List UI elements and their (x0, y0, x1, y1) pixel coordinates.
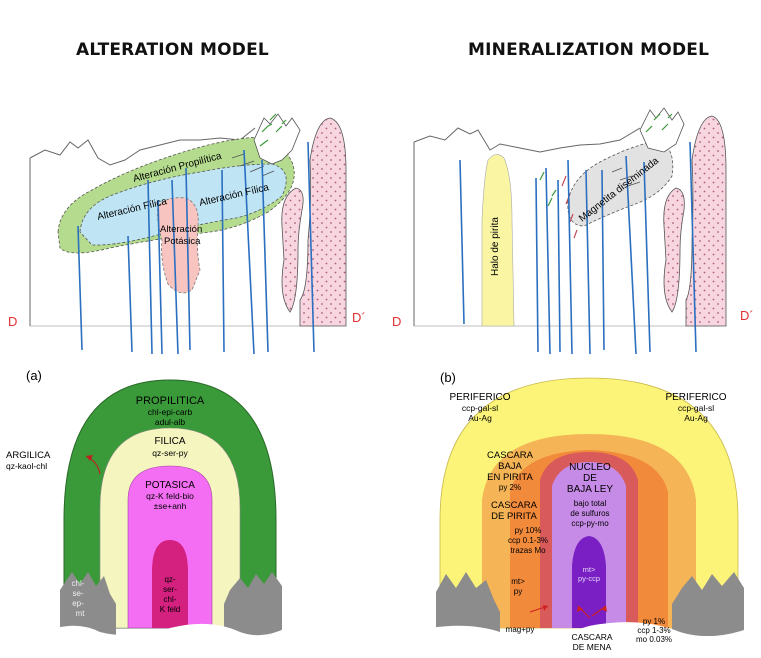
label-inner-core-1: mt> (583, 565, 596, 574)
green-veinlets (259, 113, 287, 147)
label-cascara-pirita-value-1: py 10% (515, 526, 542, 535)
topography-line-right (413, 127, 641, 153)
gray-rock-left (60, 572, 116, 636)
gray-rock-right-b (672, 572, 744, 636)
label-filica-minerals: qz-ser-py (152, 448, 188, 458)
label-right-value-3: mo 0.03% (636, 635, 672, 644)
labels-model-a: PROPILITICA chl-epi-carb adul-alb FILICA… (72, 395, 205, 618)
label-cascara-pirita-value-2: ccp 0.1-3% (508, 536, 548, 545)
mineralization-model-title: MINERALIZATION MODEL (468, 40, 710, 60)
model-b-base (430, 622, 750, 658)
black-veinlets-right (611, 167, 641, 187)
label-nucleo-value-2: de sulfuros (570, 509, 609, 518)
label-cascara-baja-2: BAJA (498, 461, 522, 472)
label-potasica: POTASICA (145, 480, 195, 491)
model-b-arrow-heads (543, 605, 607, 612)
green-veinlets-right (539, 113, 673, 207)
topography-line (29, 127, 256, 166)
label-mag-py: mag+py (506, 625, 535, 634)
label-nucleo-value-3: ccp-py-mo (571, 519, 609, 528)
label-periferico-left: PERIFERICO (449, 392, 510, 403)
label-potassic-2: Potásica (164, 236, 201, 247)
label-right-value-2: ccp 1-3% (637, 626, 670, 635)
panel-a-tag: (a) (26, 368, 42, 383)
label-propilitica: PROPILITICA (136, 395, 205, 407)
section-start-label: D (8, 314, 17, 329)
alteration-model-title: ALTERATION MODEL (76, 40, 269, 60)
alteration-cross-section: D D´ Alteración Propilítica Alteración F… (8, 113, 366, 355)
black-veinlets (231, 153, 275, 177)
label-inner-core-2: py-ccp (578, 574, 600, 583)
label-core-1: qz- (164, 575, 175, 584)
label-cascara-pirita-2: DE PIRITA (491, 511, 537, 522)
label-periferico-right-metals: Au-Ag (684, 413, 708, 423)
label-propilitica-minerals-2: adul-alb (155, 417, 186, 427)
label-nucleo-value-1: bajo total (574, 499, 607, 508)
label-argilica-minerals: qz-kaol-chl (6, 461, 47, 471)
label-potassic-1: Alteración (160, 224, 202, 235)
breccia-body (253, 113, 301, 165)
intrusive-body-left (281, 187, 304, 313)
label-cascara-baja-3: EN PIRITA (487, 472, 533, 483)
section-end-label-right: D´ (740, 308, 754, 323)
magnetite-zone (567, 139, 674, 227)
inner-core (152, 540, 188, 628)
label-side-4: mt (76, 609, 86, 618)
label-argilica: ARGILICA (6, 450, 51, 461)
label-filica: FILICA (154, 436, 185, 447)
label-cascara-mena-1: CASCARA (571, 632, 612, 642)
label-cascara-baja-1: CASCARA (487, 450, 534, 461)
label-potasica-minerals-1: qz-K feld-bio (146, 491, 194, 501)
label-cascara-mena-2: DE MENA (573, 642, 612, 652)
label-pyrite-halo: Halo de pirita (490, 217, 501, 276)
label-side-1: chl- (72, 579, 85, 588)
label-nucleo-3: BAJA LEY (567, 484, 613, 495)
red-veinlets (561, 175, 578, 239)
label-core-4: K feld (160, 605, 180, 614)
label-periferico-right: PERIFERICO (665, 392, 726, 403)
pyrite-halo-zone (481, 154, 515, 327)
label-periferico-left-metals: Au-Ag (468, 413, 492, 423)
section-end-label: D´ (352, 310, 366, 325)
drill-holes-left (77, 141, 315, 355)
section-start-label-right: D (392, 314, 401, 329)
label-cascara-baja-4: py 2% (499, 483, 521, 492)
label-mt-py-1: mt> (511, 577, 525, 586)
label-periferico-right-minerals: ccp-gal-sl (678, 403, 714, 413)
argilic-arrow-head (86, 455, 93, 461)
alteration-zoning-model: (a) PROPILITICA chl-epi-carb adul-alb FI… (6, 368, 286, 658)
mineralization-cross-section: D D´ Halo de pirita Magnetita diseminada (392, 107, 754, 355)
intrusive-body-right (299, 117, 347, 327)
label-side-3: ep- (72, 599, 84, 608)
label-propilitica-minerals-1: chl-epi-carb (148, 407, 193, 417)
gray-rock-right (224, 572, 282, 636)
drill-holes-right (459, 141, 697, 355)
intrusive-body-right-2 (685, 115, 727, 327)
label-right-value-1: py 1% (643, 617, 665, 626)
label-periferico-left-minerals: ccp-gal-sl (462, 403, 498, 413)
labels-model-b: PERIFERICO ccp-gal-sl Au-Ag PERIFERICO c… (449, 392, 726, 652)
nucleus-core (572, 536, 606, 628)
label-nucleo-1: NUCLEO (569, 462, 611, 473)
mineralization-zoning-model: (b) PERIFERICO ccp-gal-sl Au-Ag PERIFERI… (430, 370, 750, 658)
label-cascara-pirita-1: CASCARA (491, 500, 538, 511)
label-mt-py-2: py (514, 587, 522, 596)
intrusive-body-left-2 (663, 187, 685, 313)
label-core-3: chl- (164, 595, 177, 604)
label-nucleo-2: DE (583, 473, 597, 484)
gray-rock-left-b (436, 572, 500, 636)
label-core-2: ser- (163, 585, 177, 594)
panel-b-tag: (b) (440, 370, 456, 385)
label-potasica-minerals-2: ±se+anh (154, 501, 187, 511)
model-a-base (56, 623, 286, 658)
label-side-2: se- (72, 589, 83, 598)
label-cascara-pirita-value-3: trazas Mo (510, 546, 546, 555)
